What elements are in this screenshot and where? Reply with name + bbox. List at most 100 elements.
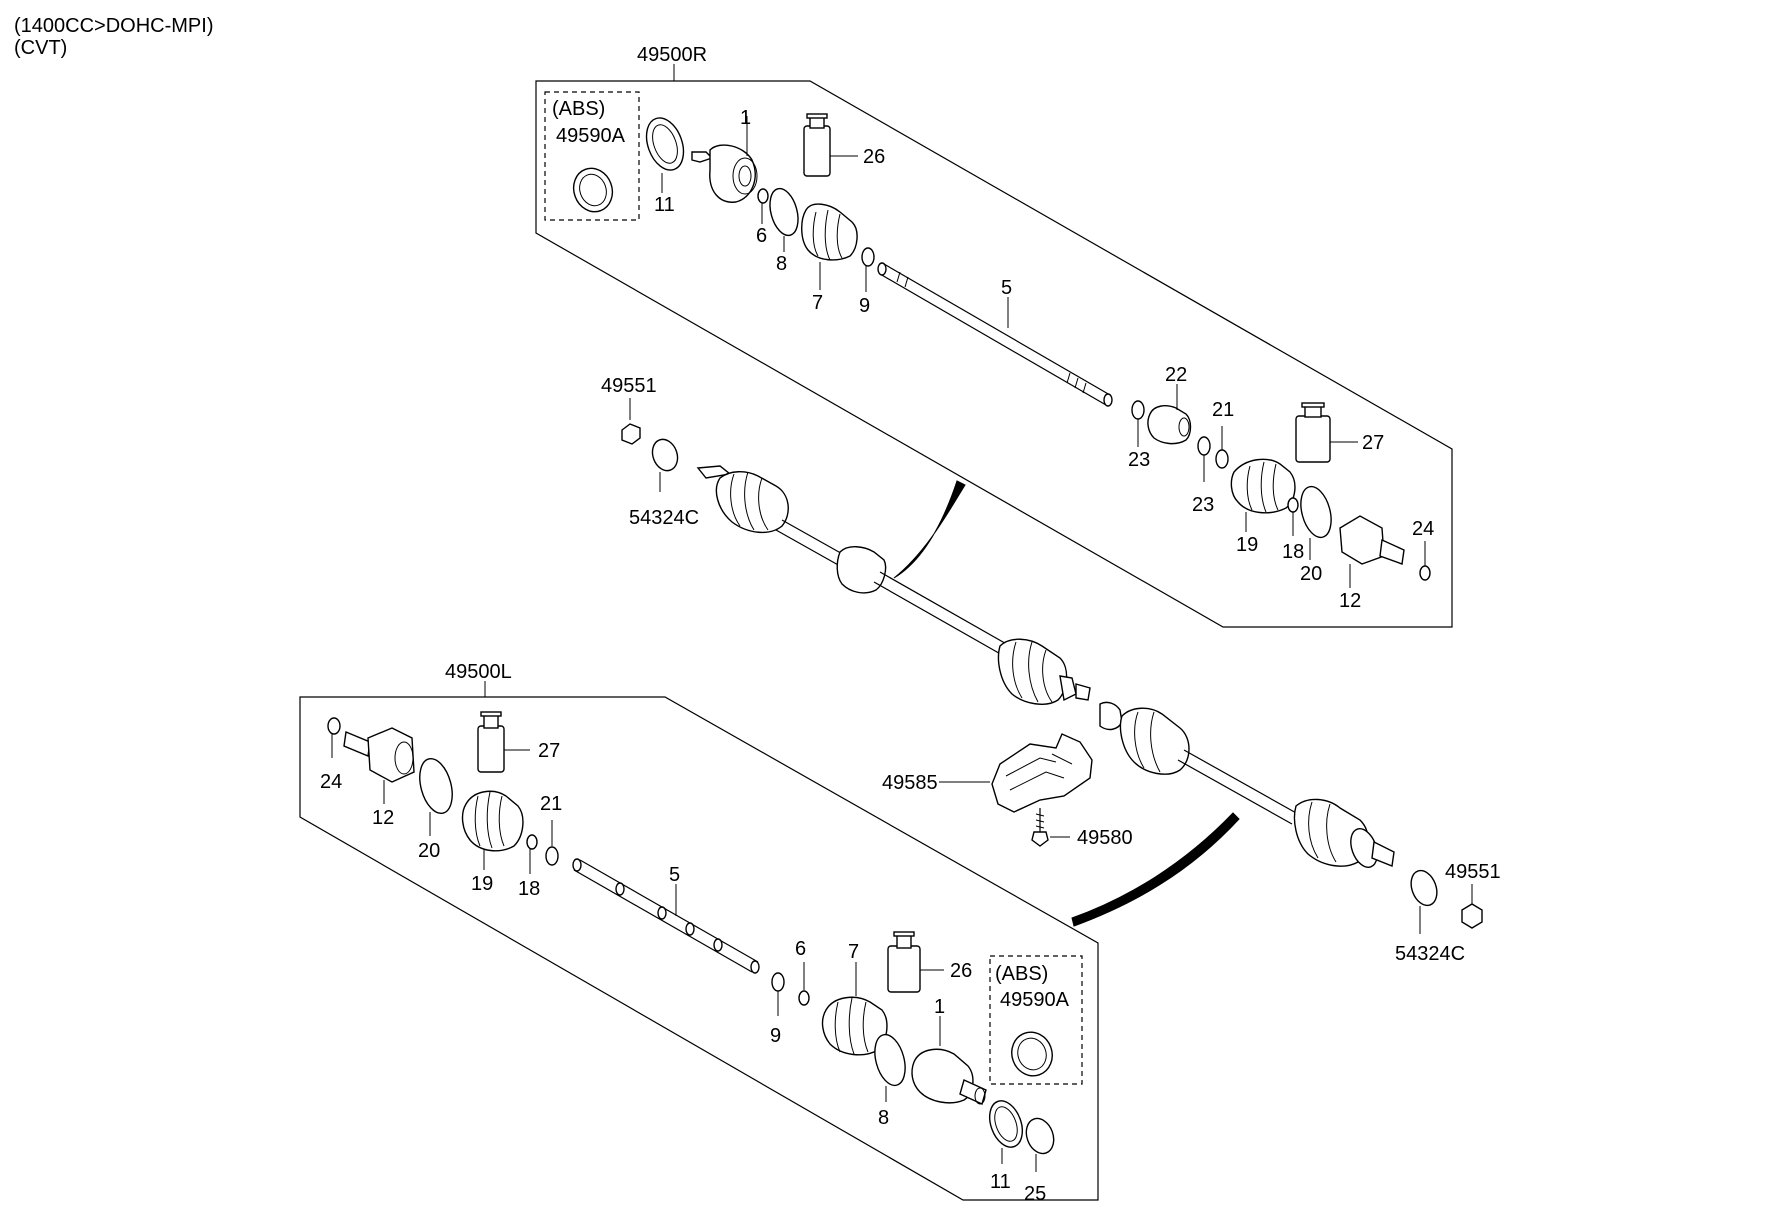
r-damper-22 <box>1147 405 1192 445</box>
r-ring-23a <box>1131 400 1145 420</box>
l-ring-9 <box>771 972 785 992</box>
outer-cv-boot-top <box>715 471 789 533</box>
link-arrow-lower <box>1071 812 1240 927</box>
r-outer-joint-stub <box>691 151 714 163</box>
bracket-49585 <box>991 733 1093 813</box>
bolt-49580 <box>1031 808 1049 847</box>
r-clamp-6 <box>757 188 769 204</box>
callout-49580: 49580 <box>1077 827 1133 849</box>
l-clip-24 <box>327 717 341 735</box>
l-dust-cover-11 <box>988 1100 1024 1148</box>
r-boot-19 <box>1230 458 1296 514</box>
callout-l-6: 6 <box>795 938 806 960</box>
callout-l-18: 18 <box>518 878 540 900</box>
r-band-20 <box>1300 485 1332 539</box>
callout-r-27: 27 <box>1362 432 1384 454</box>
inner-shaft-ring <box>1099 701 1123 731</box>
callout-l-12: 12 <box>372 807 394 829</box>
callout-r-5: 5 <box>1001 277 1012 299</box>
r-outer-joint-1 <box>709 144 756 203</box>
r-band-8 <box>769 187 799 237</box>
callout-l-20: 20 <box>418 840 440 862</box>
callout-l-8: 8 <box>878 1107 889 1129</box>
l-clamp-6 <box>798 990 810 1006</box>
inner-cv-boot-middle <box>997 638 1068 705</box>
callout-r-26: 26 <box>863 146 885 168</box>
callout-l-7: 7 <box>848 941 859 963</box>
callout-r-19: 19 <box>1236 534 1258 556</box>
callout-49585: 49585 <box>882 772 938 794</box>
callout-l-25: 25 <box>1024 1183 1046 1205</box>
l-band-20 <box>419 757 453 815</box>
r-dust-cover-11 <box>645 117 685 171</box>
r-inner-joint-12 <box>1339 515 1385 565</box>
l-ring-18 <box>526 834 538 850</box>
transmission-label: (CVT) <box>14 37 67 59</box>
r-ring-23b <box>1197 436 1211 456</box>
callout-r-23b: 23 <box>1192 494 1214 516</box>
assembled-drive-shaft: 49551 54324C 49585 <box>601 375 1501 965</box>
callout-l-11: 11 <box>990 1171 1011 1193</box>
callout-l-27: 27 <box>538 740 560 762</box>
washer-54324c-top <box>651 438 679 472</box>
callout-l-24: 24 <box>320 771 342 793</box>
callout-54324c-bottom: 54324C <box>1395 943 1465 965</box>
right-assembly-number: 49500R <box>637 44 707 66</box>
right-abs-note: (ABS) <box>552 98 605 120</box>
l-shaft-5 <box>572 858 760 974</box>
left-abs-ring <box>1011 1031 1053 1077</box>
callout-r-8: 8 <box>776 253 787 275</box>
right-abs-box <box>544 91 640 221</box>
l-boot-19 <box>461 790 524 852</box>
l-ring-25 <box>1025 1117 1055 1155</box>
r-grease-26 <box>803 113 831 177</box>
link-arrow-upper <box>893 480 966 579</box>
callout-r-21: 21 <box>1212 399 1234 421</box>
callout-49551-bottom: 49551 <box>1445 861 1501 883</box>
callout-r-20: 20 <box>1300 563 1322 585</box>
outer-cv-boot-right <box>1119 707 1190 775</box>
right-abs-part-number: 49590A <box>556 125 626 147</box>
r-shaft-5 <box>877 262 1113 407</box>
centre-damper <box>836 546 887 594</box>
r-grease-27 <box>1295 402 1331 463</box>
left-assembly-frame <box>299 696 1099 1201</box>
callout-r-22: 22 <box>1165 364 1187 386</box>
nut-49551-top <box>621 423 641 445</box>
callout-l-21: 21 <box>540 793 562 815</box>
r-ring-9 <box>861 247 875 267</box>
engine-spec-label: (1400CC>DOHC-MPI) <box>14 15 213 37</box>
callout-r-24: 24 <box>1412 518 1434 540</box>
callout-r-12: 12 <box>1339 590 1361 612</box>
callout-l-26: 26 <box>950 960 972 982</box>
nut-49551-bottom <box>1461 903 1483 929</box>
right-abs-ring <box>572 167 614 213</box>
callout-r-9: 9 <box>859 295 870 317</box>
left-assembly-number: 49500L <box>445 661 512 683</box>
callout-r-18: 18 <box>1282 541 1304 563</box>
r-ring-21 <box>1215 449 1229 469</box>
r-boot-7 <box>801 203 858 261</box>
l-ring-21 <box>545 846 559 866</box>
washer-54324c-bottom <box>1410 869 1438 907</box>
l-inner-joint-12 <box>367 727 415 783</box>
l-grease-27 <box>477 711 505 773</box>
callout-l-5: 5 <box>669 864 680 886</box>
left-assembly-group: 49500L 24 12 27 20 19 18 <box>299 661 1099 1205</box>
left-abs-note: (ABS) <box>995 963 1048 985</box>
callout-r-23a: 23 <box>1128 449 1150 471</box>
left-abs-box <box>989 955 1083 1085</box>
callout-r-6: 6 <box>756 225 767 247</box>
right-assembly-frame <box>535 80 1453 628</box>
callout-r-7: 7 <box>812 292 823 314</box>
callout-l-9: 9 <box>770 1025 781 1047</box>
r-ring-18 <box>1287 497 1299 513</box>
l-band-8 <box>874 1033 906 1087</box>
callout-54324c-top: 54324C <box>629 507 699 529</box>
callout-r-1: 1 <box>740 107 751 129</box>
callout-49551-top: 49551 <box>601 375 657 397</box>
right-assembly-group: 49500R (ABS) 49590A 11 1 26 6 <box>535 44 1453 628</box>
callout-r-11: 11 <box>654 194 675 216</box>
callout-l-19: 19 <box>471 873 493 895</box>
